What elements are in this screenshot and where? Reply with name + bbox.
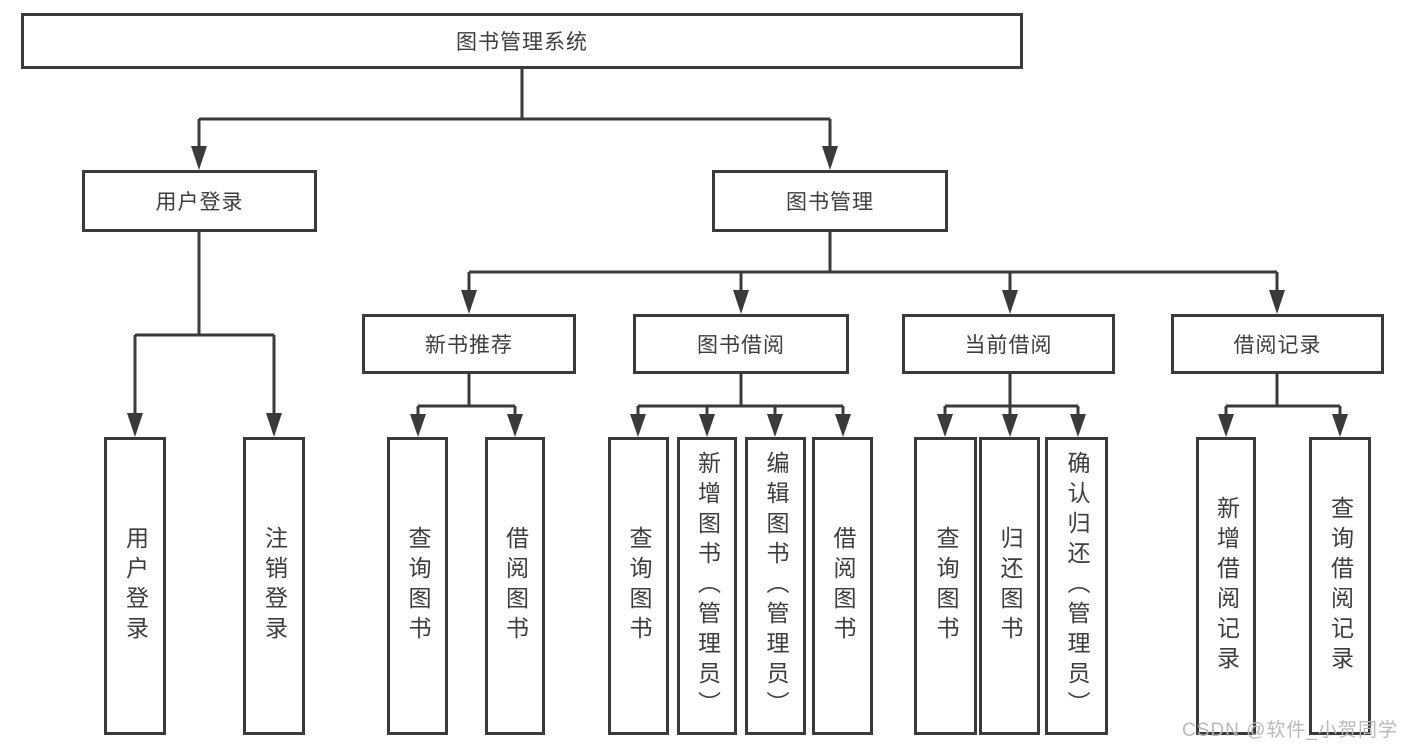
node-label: 查询借阅记录 bbox=[1327, 496, 1354, 676]
node-label: 查询图书 bbox=[405, 526, 431, 646]
node-user-login: 用户登录 bbox=[104, 437, 166, 735]
node-label: 图书管理 bbox=[786, 191, 874, 214]
node-book-management: 图书管理 bbox=[712, 170, 948, 232]
node-system-root: 图书管理系统 bbox=[21, 13, 1023, 69]
node-book-borrow: 图书借阅 bbox=[633, 314, 849, 374]
node-label: 归还图书 bbox=[997, 526, 1023, 646]
node-return-books: 归还图书 bbox=[979, 437, 1040, 735]
node-label: 用户登录 bbox=[155, 191, 244, 214]
node-query-books-borrow: 查询图书 bbox=[608, 437, 669, 735]
node-query-books-current: 查询图书 bbox=[914, 437, 977, 735]
node-label: 新增图书（管理员） bbox=[694, 451, 721, 721]
node-label: 确认归还（管理员） bbox=[1064, 451, 1090, 721]
node-label: 借阅图书 bbox=[502, 526, 529, 646]
connector-recommend-to-leaves bbox=[410, 374, 523, 437]
node-borrow-books-recommend: 借阅图书 bbox=[485, 437, 545, 735]
node-label: 借阅记录 bbox=[1233, 334, 1322, 357]
node-label: 查询图书 bbox=[626, 526, 652, 646]
connector-bookmgmt-to-level3 bbox=[461, 232, 1285, 314]
node-label: 用户登录 bbox=[122, 526, 149, 646]
node-label: 新书推荐 bbox=[425, 334, 513, 357]
node-borrow-records: 借阅记录 bbox=[1171, 314, 1384, 374]
node-borrow-books: 借阅图书 bbox=[812, 437, 873, 735]
node-label: 查询图书 bbox=[933, 526, 959, 646]
node-label: 当前借阅 bbox=[964, 334, 1053, 357]
node-label: 编辑图书（管理员） bbox=[763, 451, 789, 721]
node-query-books-recommend: 查询图书 bbox=[387, 437, 448, 735]
connector-records-to-leaves bbox=[1218, 374, 1348, 437]
node-add-borrow-record: 新增借阅记录 bbox=[1196, 437, 1256, 735]
node-add-books-admin: 新增图书（管理员） bbox=[677, 437, 737, 735]
node-label: 注销登录 bbox=[261, 526, 288, 646]
connector-root-to-level2 bbox=[191, 69, 838, 170]
node-label: 图书借阅 bbox=[697, 334, 785, 357]
node-query-borrow-record: 查询借阅记录 bbox=[1309, 437, 1371, 735]
node-label: 新增借阅记录 bbox=[1213, 496, 1240, 676]
connector-borrow-to-leaves bbox=[630, 374, 851, 437]
node-new-book-recommend: 新书推荐 bbox=[362, 314, 576, 374]
connector-userlogin-to-leaves bbox=[127, 232, 282, 437]
connector-current-to-leaves bbox=[937, 374, 1086, 437]
node-edit-books-admin: 编辑图书（管理员） bbox=[745, 437, 806, 735]
node-label: 图书管理系统 bbox=[456, 31, 588, 54]
node-user-login-group: 用户登录 bbox=[82, 170, 317, 232]
node-logout: 注销登录 bbox=[243, 437, 305, 735]
node-current-borrow: 当前借阅 bbox=[902, 314, 1115, 374]
csdn-watermark: CSDN @软件_小贺同学 bbox=[1182, 720, 1398, 741]
node-label: 借阅图书 bbox=[830, 526, 856, 646]
node-confirm-return-admin: 确认归还（管理员） bbox=[1045, 437, 1108, 735]
